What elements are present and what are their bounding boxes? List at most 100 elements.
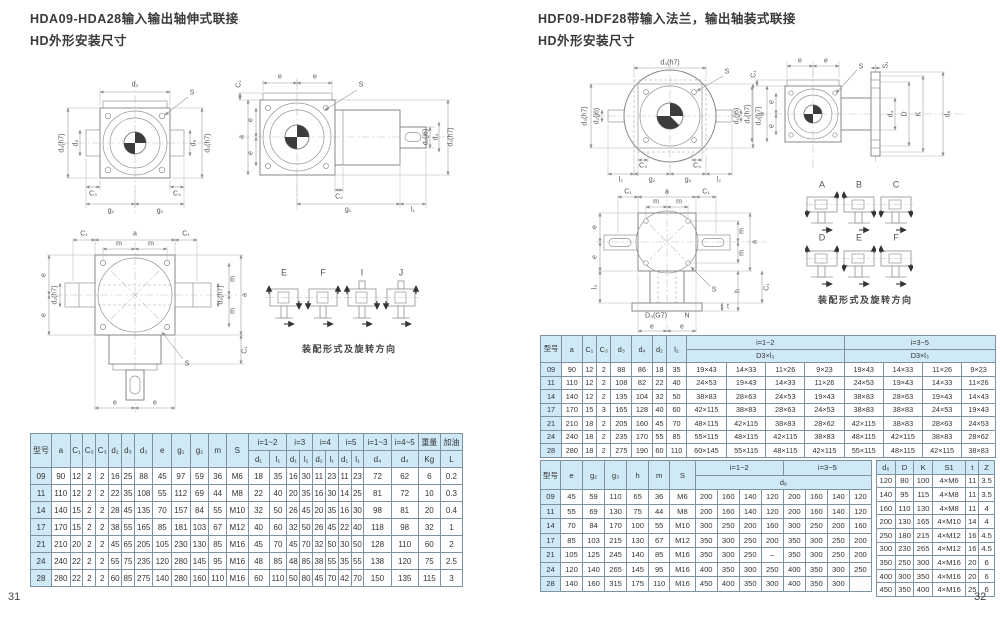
table-cell: 245 xyxy=(604,547,628,563)
dimension-label: d₄ xyxy=(432,133,440,141)
table-cell: 48 xyxy=(247,552,270,570)
table-cell: 11 xyxy=(965,500,980,516)
left-page-title-line1: HDA09-HDA28输入输出轴伸式联接 xyxy=(30,12,239,26)
table-cell: 2 xyxy=(95,552,110,570)
dimension-label: d₁(j6) xyxy=(593,107,601,125)
table-cell: 38 xyxy=(108,518,123,536)
table-cell: 4.5 xyxy=(978,527,995,543)
column-header: i=5 xyxy=(337,433,365,451)
table-cell: 38×83 xyxy=(843,389,884,404)
dimension-label: e xyxy=(40,273,48,277)
table-cell: 2 xyxy=(595,375,612,390)
table-cell: 240 xyxy=(51,552,71,570)
table-cell: 2 xyxy=(82,501,97,519)
column-header: 加油 xyxy=(439,433,464,451)
table-cell: 48 xyxy=(286,552,301,570)
table-cell: 18 xyxy=(651,362,668,377)
table-cell: 2 xyxy=(95,467,110,485)
table-cell: 21 xyxy=(30,535,52,553)
table-cell: 350 xyxy=(913,568,933,584)
table-cell: 50 xyxy=(286,569,301,587)
table-cell: 300 xyxy=(826,576,850,592)
table-cell: 6 xyxy=(978,568,995,584)
table-cell: 36 xyxy=(208,467,228,485)
table-cell: 65 xyxy=(121,535,135,553)
table-cell: 45 xyxy=(312,569,326,587)
dimension-label: l₂ xyxy=(716,176,722,184)
table-cell: 40 xyxy=(651,402,668,417)
dimension-label: a xyxy=(241,293,249,297)
dimension-label: e xyxy=(278,73,282,81)
table-cell: 23 xyxy=(350,467,365,485)
table-cell: 120 xyxy=(760,503,784,519)
dimension-label: S xyxy=(724,68,730,76)
table-cell: 250 xyxy=(876,527,896,543)
table-cell: 2 xyxy=(95,518,110,536)
table-cell: 4×M16 xyxy=(931,555,967,570)
table-cell: 200 xyxy=(738,518,762,534)
table-cell: 18 xyxy=(581,429,597,444)
dimension-label: t xyxy=(727,303,729,311)
table-cell: M16 xyxy=(669,547,696,563)
table-cell: 20 xyxy=(286,484,301,502)
column-header: C₂ xyxy=(82,433,97,468)
table-cell: 120 xyxy=(848,489,873,505)
table-cell: 2.5 xyxy=(439,552,464,570)
assembly-letter: F xyxy=(320,267,326,278)
table-cell: 15 xyxy=(69,518,84,536)
dimension-label: d₁(j6) xyxy=(733,107,741,125)
table-cell: 14 xyxy=(540,389,562,404)
table-cell: 4×M6 xyxy=(931,473,967,489)
dimension-label: l₁ xyxy=(411,206,415,214)
dimension-label: d₃(h7) xyxy=(447,127,455,147)
table-cell: 14×33 xyxy=(882,362,924,377)
column-header: i=1~3 xyxy=(363,433,392,451)
table-cell: 11 xyxy=(965,487,980,502)
table-cell: 140 xyxy=(51,501,71,519)
table-cell: 2 xyxy=(595,362,612,377)
table-cell: 140 xyxy=(582,561,606,577)
table-cell: 300 xyxy=(894,568,915,584)
table-cell: 22 xyxy=(247,484,270,502)
column-header: 型号 xyxy=(30,433,52,468)
table-cell: 4×M12 xyxy=(931,541,967,557)
table-cell: 157 xyxy=(171,501,191,519)
table-cell: 11×26 xyxy=(921,362,963,377)
table-cell: 22 xyxy=(108,484,123,502)
table-cell: 115 xyxy=(417,569,441,587)
table-cell: 88 xyxy=(133,467,154,485)
table-cell: 4×M8 xyxy=(931,500,967,516)
table-cell: 45 xyxy=(247,535,270,553)
column-header: d₂ xyxy=(108,433,123,468)
table-cell: 42×115 xyxy=(685,402,727,417)
table-cell: 350 xyxy=(804,576,828,592)
table-cell: 350 xyxy=(782,547,806,563)
table-cell: 250 xyxy=(804,518,828,534)
column-header: a xyxy=(51,433,71,468)
column-header: m xyxy=(208,433,228,468)
table-cell: 130 xyxy=(604,503,628,519)
table-cell: 140 xyxy=(152,569,173,587)
table-cell: 110 xyxy=(894,500,915,516)
table-cell: M16 xyxy=(669,561,696,577)
column-header: l₁ xyxy=(350,450,365,468)
column-header: C₁ xyxy=(69,433,84,468)
table-cell: 70 xyxy=(666,416,687,431)
table-cell: 55 xyxy=(152,484,173,502)
table-cell: 12 xyxy=(581,375,597,390)
table-cell: 24 xyxy=(540,429,562,444)
dimension-label: a xyxy=(238,135,246,139)
dimension-label: e xyxy=(824,57,828,65)
table-cell: M10 xyxy=(669,518,696,534)
assembly-caption: 装配形式及旋转方向 xyxy=(302,344,397,354)
column-header: d₁ xyxy=(337,450,352,468)
table-cell: 18 xyxy=(581,443,597,458)
table-cell: 165 xyxy=(610,402,633,417)
table-cell: 280 xyxy=(171,552,191,570)
table-cell: 45 xyxy=(559,489,584,505)
